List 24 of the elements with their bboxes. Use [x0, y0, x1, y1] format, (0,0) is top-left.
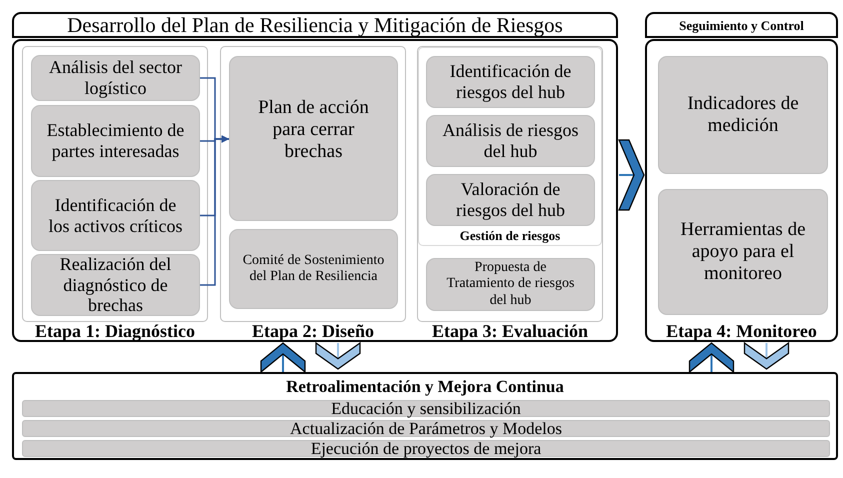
heading-tab: Seguimiento y Control [645, 12, 838, 38]
stage-label: Etapa 4: Monitoreo [665, 321, 818, 342]
stage-label: Etapa 3: Evaluación [430, 321, 590, 342]
connector-arrow [200, 135, 229, 286]
process-box: Análisis del sector logístico [31, 55, 200, 101]
banner-bar: Ejecución de proyectos de mejora [22, 440, 830, 457]
heading-tab: Desarrollo del Plan de Resiliencia y Mitigación de Riesgos [12, 12, 618, 38]
stage-label: Etapa 2: Diseño [250, 321, 375, 342]
banner-bar: Actualización de Parámetros y Modelos [22, 420, 830, 437]
process-box: Valoración de riesgos del hub [426, 174, 595, 226]
banner-bar: Educación y sensibilización [22, 400, 830, 417]
stage-label: Etapa 1: Diagnóstico [34, 321, 196, 342]
process-box: Identificación de riesgos del hub [426, 56, 595, 108]
group-label: Gestión de riesgos [458, 228, 562, 244]
process-box: Comité de Sostenimiento del Plan de Resiliencia [229, 229, 398, 309]
process-box: Plan de acción para cerrar brechas [229, 56, 398, 221]
process-box: Realización del diagnóstico de brechas [31, 254, 200, 316]
process-box: Indicadores de medición [658, 56, 828, 174]
process-box: Propuesta de Tratamiento de riesgos del hub [426, 258, 595, 311]
process-box: Identificación de los activos críticos [31, 180, 200, 251]
process-box: Establecimiento de partes interesadas [31, 105, 200, 177]
group-heading: Retroalimentación y Mejora Continua [285, 377, 565, 397]
process-box: Herramientas de apoyo para el monitoreo [658, 189, 828, 315]
process-box: Análisis de riesgos del hub [426, 115, 595, 167]
